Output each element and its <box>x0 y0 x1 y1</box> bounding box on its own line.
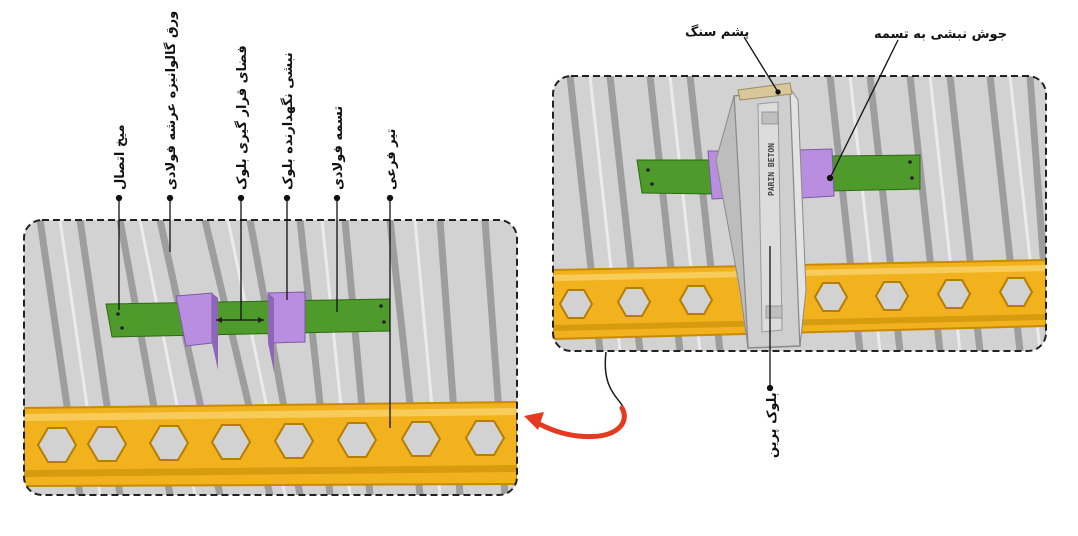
label-block-seat-space: فضای قرار گیری بلوک <box>234 45 250 190</box>
label-block-holder-tab: نبشی نگهدارنده بلوک <box>280 52 296 190</box>
left-detail-frame <box>23 219 518 496</box>
nail-icon <box>910 176 914 180</box>
nail-icon <box>646 168 650 172</box>
nail-icon <box>650 182 654 186</box>
block-stamp-text: PARIN BETON <box>767 143 776 196</box>
zoom-arrow <box>531 351 626 438</box>
left-detail-panel <box>24 220 517 495</box>
steel-strap-right-b <box>829 154 921 192</box>
right-leader-lines <box>743 36 899 392</box>
label-castellated-beam: تیر فرعی <box>384 129 399 190</box>
nail-icon <box>382 320 386 324</box>
label-galvanized-deck: ورق گالوانیزه عرشه فولادی <box>163 11 179 190</box>
nail-icon <box>379 304 383 308</box>
label-steel-strap: تسمه فولادی <box>331 106 346 190</box>
left-leader-lines <box>115 194 394 428</box>
parin-block: PARIN BETON <box>715 82 807 349</box>
block-holder-angle-1-leg <box>212 293 218 370</box>
label-connection-nail: میخ اتصال <box>113 124 128 190</box>
nail-icon <box>120 326 124 330</box>
label-weld-angle-to-strap: جوش نبشی به تسمه <box>874 27 1007 42</box>
rock-wool-strip <box>737 82 793 101</box>
zoom-arrow-red <box>531 405 627 440</box>
right-detail-frame <box>552 75 1047 352</box>
nail-icon <box>908 160 912 164</box>
block-holder-angle-right-b <box>797 148 835 199</box>
right-detail-panel: PARIN BETON <box>553 76 1046 351</box>
castellated-beam-left <box>24 400 517 488</box>
steel-strap-left <box>105 298 391 338</box>
nail-icon <box>116 312 120 316</box>
block-holder-angle-2-leg <box>268 293 274 372</box>
label-parin-block: بلوک پرین <box>765 392 780 458</box>
label-rock-wool: پشم سنگ <box>685 24 749 40</box>
arrowhead-icon <box>524 412 544 430</box>
steel-strap-right-a <box>636 159 717 195</box>
